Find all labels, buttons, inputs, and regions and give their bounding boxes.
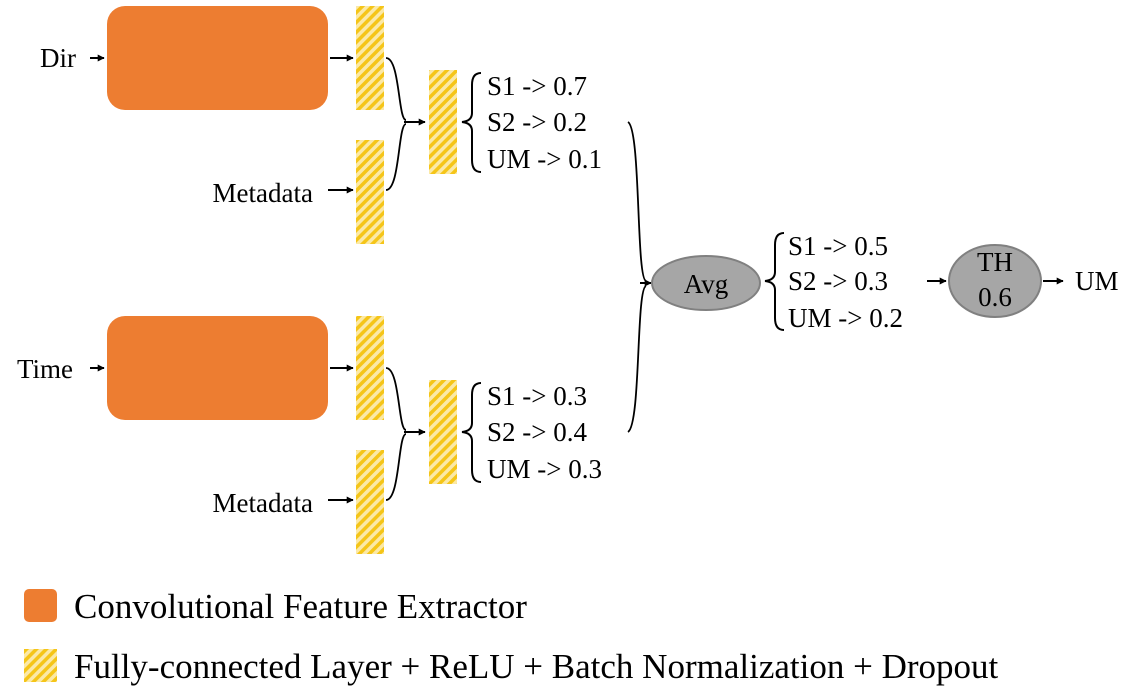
- input-label-dir: Dir: [40, 43, 76, 73]
- bottom-output-um: UM -> 0.3: [487, 454, 602, 484]
- fc-layer-bottom-joint: [429, 380, 457, 484]
- legend-label-fc: Fully-connected Layer + ReLU + Batch Nor…: [74, 647, 999, 686]
- curve-bottom-to-avg: [627, 285, 647, 433]
- top-output-um: UM -> 0.1: [487, 144, 602, 174]
- threshold-value: 0.6: [978, 282, 1012, 312]
- brace-avg: [764, 232, 785, 331]
- merge-curve-top-b: [385, 123, 407, 191]
- merge-curve-bottom-a: [385, 367, 407, 431]
- threshold-node: [948, 244, 1042, 318]
- fc-layer-bottom-image: [356, 316, 384, 420]
- avg-label: Avg: [684, 269, 729, 299]
- fc-layer-top-image: [356, 6, 384, 110]
- conv-block-bottom: [107, 316, 328, 420]
- final-output-label: UM: [1075, 266, 1119, 296]
- avg-node: [651, 255, 761, 311]
- curve-top-to-avg: [627, 121, 647, 282]
- fc-layer-bottom-metadata: [356, 450, 384, 554]
- threshold-label: TH: [977, 247, 1013, 277]
- merge-curve-top-a: [385, 57, 407, 121]
- legend-swatch-conv: [24, 589, 57, 622]
- bottom-output-s2: S2 -> 0.4: [487, 417, 587, 447]
- merge-curve-bottom-b: [385, 433, 407, 501]
- brace-bottom: [461, 382, 482, 483]
- top-output-s2: S2 -> 0.2: [487, 107, 587, 137]
- brace-top: [461, 72, 482, 173]
- conv-block-top: [107, 6, 328, 110]
- avg-output-um: UM -> 0.2: [788, 303, 903, 333]
- metadata-label-top: Metadata: [213, 178, 313, 208]
- fc-layer-top-joint: [429, 70, 457, 174]
- legend-swatch-fc: [24, 649, 57, 682]
- avg-output-s2: S2 -> 0.3: [788, 266, 888, 296]
- legend-label-conv: Convolutional Feature Extractor: [74, 587, 527, 626]
- metadata-label-bottom: Metadata: [213, 488, 313, 518]
- bottom-output-s1: S1 -> 0.3: [487, 381, 587, 411]
- avg-output-s1: S1 -> 0.5: [788, 231, 888, 261]
- fc-layer-top-metadata: [356, 140, 384, 244]
- top-output-s1: S1 -> 0.7: [487, 71, 587, 101]
- input-label-time: Time: [17, 354, 73, 384]
